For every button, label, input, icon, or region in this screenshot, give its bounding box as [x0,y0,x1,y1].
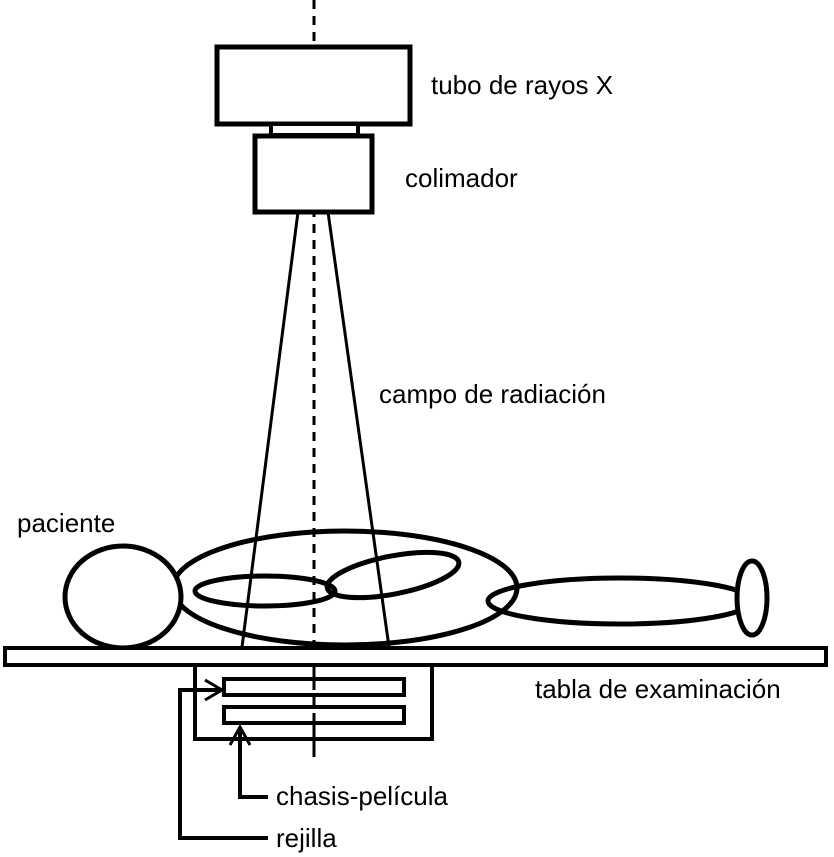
label-exam-table: tabla de examinación [535,674,781,704]
label-film-cassette: chasis-película [276,781,449,811]
cassette-leader-line [238,729,268,799]
patient-head [62,543,184,651]
patient-foot [734,558,770,638]
label-grid: rejilla [276,823,337,853]
patient-torso [170,528,520,648]
patient-legs [485,575,755,627]
grid-leader-line [178,688,268,840]
grid-leader-arrowhead [204,678,225,702]
label-radiation-field: campo de radiación [379,379,606,409]
xray-tube [214,44,413,127]
patient-left-arm [192,573,338,609]
radiation-field-left-edge [240,211,300,648]
label-collimator: colimador [405,163,518,193]
collimator [252,133,375,215]
label-xray-tube: tubo de rayos X [431,70,613,100]
exam-table [3,646,828,667]
patient-figure [62,528,770,651]
label-patient: paciente [17,508,115,538]
tube-connector [269,122,360,137]
radiation-field-right-edge [326,211,391,648]
patient-right-arm [324,549,462,601]
cassette-leader-arrowhead [228,723,252,746]
